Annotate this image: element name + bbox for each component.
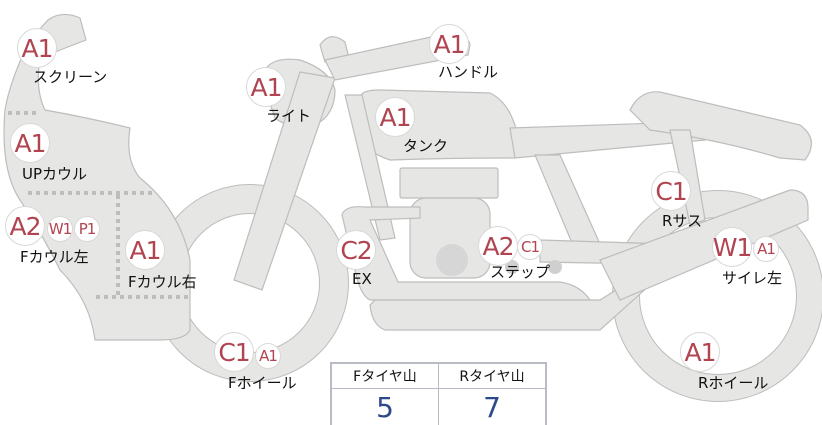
damage-badge-f-cowl-right[interactable]: A1 bbox=[125, 230, 165, 270]
damage-badge-tank[interactable]: A1 bbox=[375, 97, 415, 137]
damage-badge-silencer-left[interactable]: A1 bbox=[753, 236, 779, 262]
damage-badge-screen[interactable]: A1 bbox=[17, 28, 57, 68]
damage-badge-handle[interactable]: A1 bbox=[429, 24, 469, 64]
damage-badge-f-cowl-left[interactable]: A2 bbox=[5, 206, 45, 246]
damage-badge-f-wheel[interactable]: C1 bbox=[214, 332, 254, 372]
part-label-handle: ハンドル bbox=[438, 63, 499, 81]
damage-badge-ex[interactable]: C2 bbox=[336, 230, 376, 270]
damage-badge-f-cowl-left[interactable]: W1 bbox=[47, 216, 73, 242]
part-label-up-cowl: UPカウル bbox=[22, 165, 88, 183]
part-label-silencer-left: サイレ左 bbox=[722, 269, 783, 287]
part-label-r-sus: Rサス bbox=[662, 212, 703, 230]
part-label-r-wheel: Rホイール bbox=[698, 374, 769, 392]
part-label-f-cowl-right: Fカウル右 bbox=[128, 273, 197, 291]
part-label-light: ライト bbox=[266, 107, 312, 125]
damage-badge-r-sus[interactable]: C1 bbox=[651, 171, 691, 211]
damage-badge-up-cowl[interactable]: A1 bbox=[10, 123, 50, 163]
part-label-f-cowl-left: Fカウル左 bbox=[20, 248, 89, 266]
r-tire-tread-value: 7 bbox=[438, 388, 547, 425]
damage-badge-f-cowl-left[interactable]: P1 bbox=[74, 216, 100, 242]
damage-badge-step[interactable]: A2 bbox=[478, 226, 518, 266]
damage-badge-step[interactable]: C1 bbox=[517, 234, 543, 260]
damage-badge-light[interactable]: A1 bbox=[246, 67, 286, 107]
part-label-step: ステップ bbox=[490, 263, 551, 281]
damage-badge-f-wheel[interactable]: A1 bbox=[255, 343, 281, 369]
part-label-ex: EX bbox=[352, 270, 372, 288]
part-label-tank: タンク bbox=[403, 137, 449, 155]
damage-badge-silencer-left[interactable]: W1 bbox=[712, 227, 752, 267]
part-label-f-wheel: Fホイール bbox=[228, 374, 297, 392]
part-label-screen: スクリーン bbox=[33, 68, 108, 86]
tire-tread-table: Fタイヤ山 Rタイヤ山 5 7 bbox=[330, 362, 547, 425]
r-tire-tread-header: Rタイヤ山 bbox=[438, 362, 547, 389]
damage-badge-r-wheel[interactable]: A1 bbox=[680, 332, 720, 372]
f-tire-tread-header: Fタイヤ山 bbox=[330, 362, 439, 389]
f-tire-tread-value: 5 bbox=[330, 388, 439, 425]
